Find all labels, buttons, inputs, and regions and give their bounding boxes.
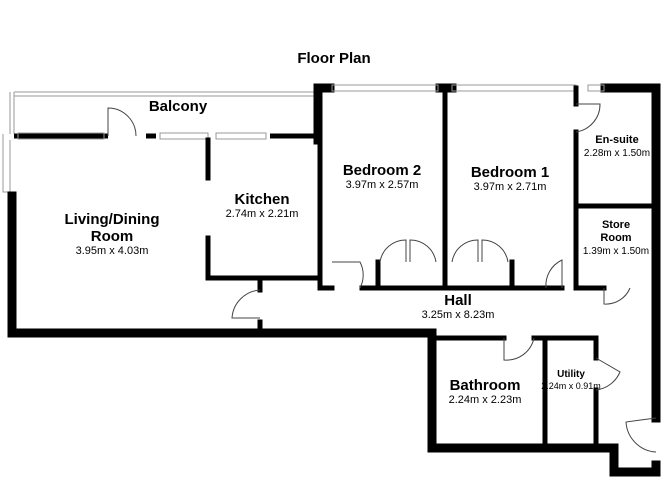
room-name-line1: Living/Dining [64, 211, 160, 228]
room-dims: 3.95m x 4.03m [75, 245, 149, 257]
bedroom-windows [331, 84, 605, 92]
room-bedroom-2: Bedroom 2 3.97m x 2.57m [343, 162, 421, 192]
balcony-outline [2, 91, 316, 193]
room-name: Bathroom [449, 377, 521, 394]
room-name-line2: Room [90, 228, 134, 245]
room-name: Utility [557, 369, 585, 380]
room-kitchen: Kitchen 2.74m x 2.21m [226, 191, 299, 221]
room-name-line2: Room [600, 232, 632, 244]
plan-title: Floor Plan [297, 50, 371, 67]
room-utility: Utility 2.24m x 0.91m [541, 369, 601, 392]
room-living-dining: Living/Dining Room 3.95m x 4.03m [65, 211, 160, 258]
room-dims: 2.24m x 2.23m [448, 394, 522, 406]
room-bathroom: Bathroom 2.24m x 2.23m [449, 377, 522, 407]
room-dims: 2.74m x 2.21m [225, 208, 299, 220]
room-hall: Hall 3.25m x 8.23m [422, 292, 495, 322]
room-store-room: Store Room 1.39m x 1.50m [583, 219, 649, 258]
room-balcony: Balcony [149, 98, 207, 115]
room-name: Kitchen [234, 191, 290, 208]
room-name: Bedroom 1 [470, 164, 550, 181]
room-dims: 2.28m x 1.50m [583, 148, 651, 159]
interior-walls [205, 85, 659, 451]
room-name: Hall [444, 292, 472, 309]
room-name-line1: Store [601, 219, 631, 231]
room-dims: 1.39m x 1.50m [582, 246, 650, 257]
room-name: Bedroom 2 [342, 162, 422, 179]
exterior-walls [7, 83, 661, 477]
room-name: En-suite [595, 134, 639, 146]
room-en-suite: En-suite 2.28m x 1.50m [584, 134, 650, 160]
room-name: Balcony [148, 98, 208, 115]
room-dims: 3.97m x 2.57m [345, 179, 419, 191]
room-dims: 3.25m x 8.23m [421, 309, 495, 321]
room-bedroom-1: Bedroom 1 3.97m x 2.71m [471, 164, 549, 194]
living-windows [17, 132, 267, 140]
doors [107, 103, 657, 453]
room-dims: 3.97m x 2.71m [473, 181, 547, 193]
room-dims: 2.24m x 0.91m [541, 381, 601, 391]
